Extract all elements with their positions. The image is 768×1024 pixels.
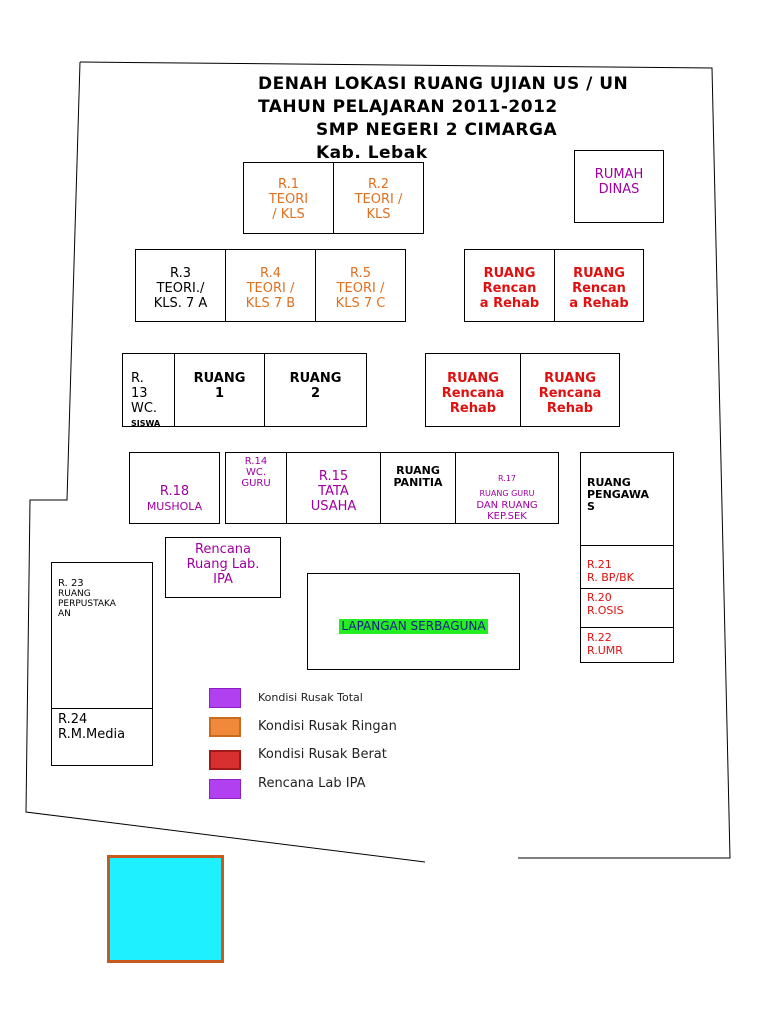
room-ruang-pengawas: RUANG PENGAWA S	[580, 452, 674, 546]
room-rencana-rehab-1: RUANG Rencan a Rehab	[464, 249, 555, 322]
legend-swatch-rusak-ringan	[209, 717, 241, 737]
room-r18-mushola: R.18 MUSHOLA	[129, 452, 220, 524]
map-title-line-1: DENAH LOKASI RUANG UJIAN US / UN	[258, 74, 629, 94]
room-r22-umr: R.22 R.UMR	[580, 627, 674, 663]
map-title-line-3: SMP NEGERI 2 CIMARGA	[316, 120, 558, 140]
room-r17-label: R.17 RUANG GURU	[479, 474, 535, 498]
legend-swatch-lab-ipa	[209, 779, 241, 799]
room-r17-ruang-guru: R.17 RUANG GURU DAN RUANG KEP.SEK	[455, 452, 559, 524]
room-r15-tata-usaha: R.15 TATA USAHA	[286, 452, 381, 524]
room-r20-osis: R.20 R.OSIS	[580, 588, 674, 628]
room-r1: R.1 TEORI / KLS	[243, 162, 334, 234]
room-r18-sub: MUSHOLA	[146, 500, 203, 513]
room-rencana-lab-ipa: Rencana Ruang Lab. IPA	[165, 537, 281, 598]
room-ruang-2: RUANG 2	[264, 353, 367, 427]
legend-swatch-rusak-total	[209, 688, 241, 708]
room-r3: R.3 TEORI./ KLS. 7 A	[135, 249, 226, 322]
room-r23-label: R. 23	[58, 578, 84, 589]
room-r14-wc-guru: R.14 WC. GURU	[225, 452, 287, 524]
legend-label-rusak-berat: Kondisi Rusak Berat	[258, 747, 387, 762]
room-r13-label: R. 13 WC.	[131, 371, 158, 416]
room-r18-label: R.18	[159, 484, 190, 499]
map-title-line-2: TAHUN PELAJARAN 2011-2012	[258, 97, 558, 117]
cyan-block	[107, 855, 224, 963]
room-rencana-rehab-2: RUANG Rencan a Rehab	[554, 249, 644, 322]
room-rencana-rehab-3: RUANG Rencana Rehab	[425, 353, 521, 427]
room-r13-sub: SISWA	[131, 419, 161, 427]
room-r4: R.4 TEORI / KLS 7 B	[225, 249, 316, 322]
room-ruang-1: RUANG 1	[174, 353, 265, 427]
room-rencana-rehab-4: RUANG Rencana Rehab	[520, 353, 620, 427]
room-r23-perpustakaan: R. 23 RUANG PERPUSTAKA AN	[51, 562, 153, 709]
legend-label-rusak-total: Kondisi Rusak Total	[258, 691, 363, 704]
lapangan-serbaguna: LAPANGAN SERBAGUNA	[307, 573, 520, 670]
map-title-line-4: Kab. Lebak	[316, 143, 428, 163]
room-rumah-dinas: RUMAH DINAS	[574, 150, 664, 223]
legend-label-lab-ipa: Rencana Lab IPA	[258, 776, 366, 791]
room-r13-wc-siswa: R. 13 WC. SISWA	[122, 353, 175, 427]
room-r23-sub: RUANG PERPUSTAKA AN	[58, 589, 116, 619]
legend-label-rusak-ringan: Kondisi Rusak Ringan	[258, 719, 397, 734]
lapangan-label: LAPANGAN SERBAGUNA	[339, 619, 488, 634]
room-r5: R.5 TEORI / KLS 7 C	[315, 249, 406, 322]
room-r2: R.2 TEORI / KLS	[333, 162, 424, 234]
room-ruang-panitia: RUANG PANITIA	[380, 452, 456, 524]
legend-swatch-rusak-berat	[209, 750, 241, 770]
room-r21-bpbk: R.21 R. BP/BK	[580, 545, 674, 589]
room-r17-sub: DAN RUANG KEP.SEK	[476, 500, 538, 522]
room-r24-media: R.24 R.M.Media	[51, 708, 153, 766]
